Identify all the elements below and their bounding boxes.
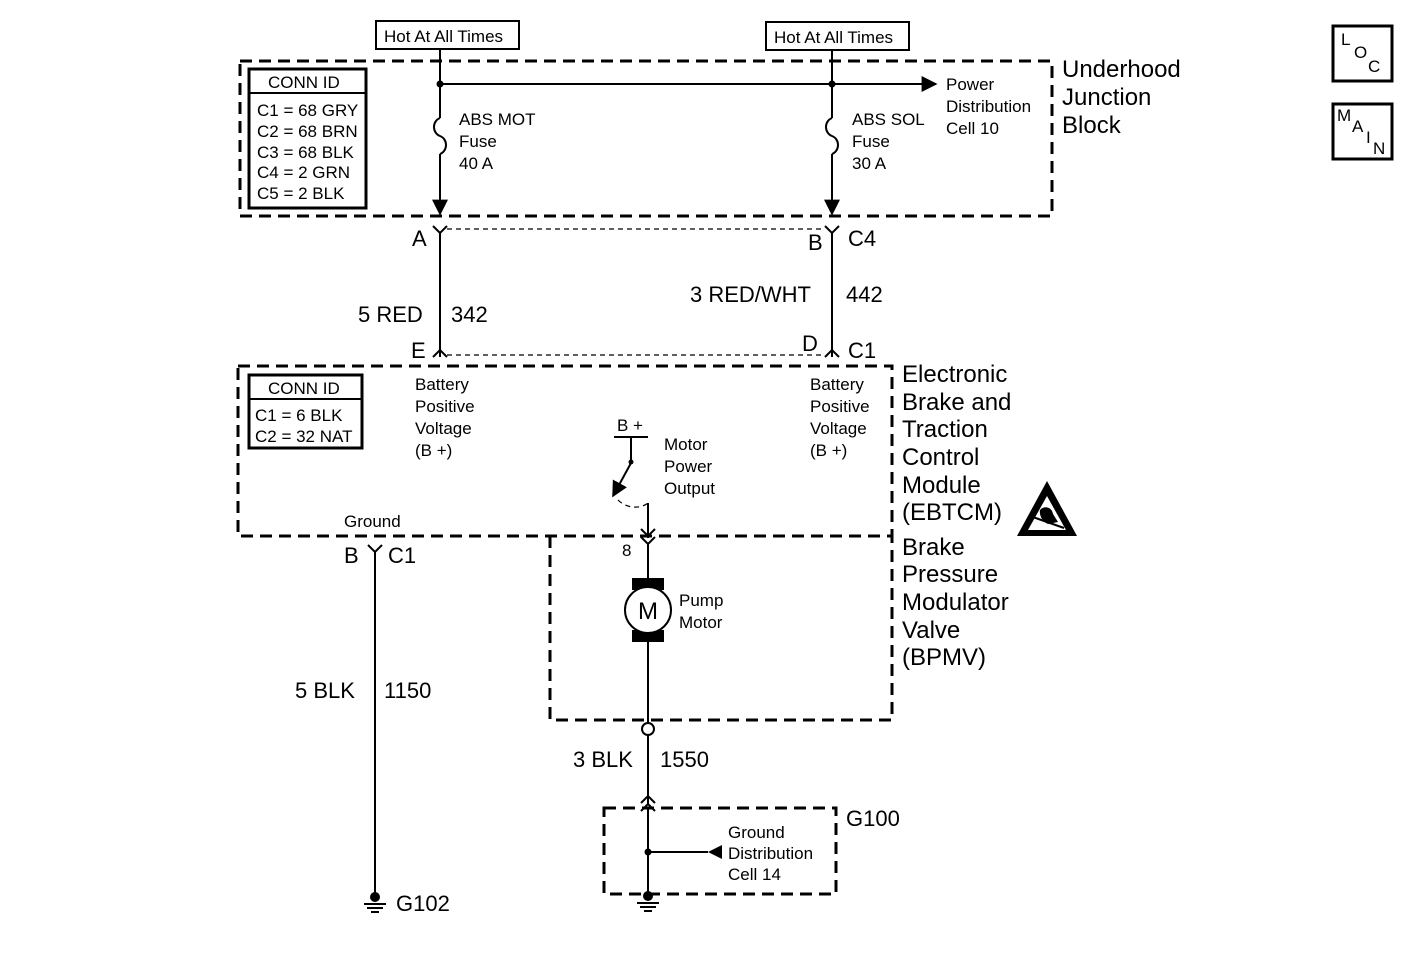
- connector-ground-b-label: B: [344, 543, 359, 568]
- wire-1550-gauge: 3 BLK: [573, 747, 633, 772]
- conn-id-row: C4 = 2 GRN: [257, 163, 350, 182]
- connector-e-label: E: [411, 338, 426, 363]
- b-plus-label: B +: [617, 416, 643, 435]
- pump-motor-icon: M: [624, 578, 672, 642]
- motor-symbol: M: [638, 598, 658, 625]
- pin-8-label: 8: [622, 541, 631, 560]
- hot-at-all-times-right: Hot At All Times: [765, 21, 910, 51]
- conn-id-row: C2 = 68 BRN: [257, 122, 358, 141]
- wire-342-gauge: 5 RED: [358, 302, 423, 327]
- ground-distribution-label: Ground Distribution Cell 14: [728, 823, 818, 884]
- wire-342-circuit: 342: [451, 302, 488, 327]
- conn-id-row: C1 = 68 GRY: [257, 101, 358, 120]
- g102-ground-icon: [364, 892, 386, 913]
- battery-positive-voltage-left: Battery Positive Voltage (B +): [415, 375, 479, 460]
- power-distribution-label: Power Distribution Cell 10: [946, 75, 1036, 138]
- esd-warning-icon: [1017, 481, 1077, 536]
- loc-letter: C: [1368, 57, 1380, 76]
- g100-ground-icon: [637, 891, 659, 912]
- main-letter: A: [1352, 117, 1364, 136]
- connector-d-icon: [824, 348, 840, 358]
- connector-a-label: A: [412, 226, 427, 251]
- g100-outline: [602, 806, 838, 896]
- hot-label-left: Hot At All Times: [384, 27, 503, 46]
- loc-letter: O: [1354, 43, 1367, 62]
- abs-mot-fuse-icon: [432, 84, 448, 216]
- underhood-title: Underhood Junction Block: [1062, 56, 1187, 139]
- wire-1150-circuit: 1150: [384, 678, 431, 703]
- underhood-junction-block-outline: [238, 59, 1054, 218]
- bpmv-terminal-icon: [641, 722, 655, 736]
- abs-mot-fuse-label: ABS MOT Fuse 40 A: [459, 110, 540, 173]
- conn-id-row: C1 = 6 BLK: [255, 406, 343, 425]
- connector-c1-label: C1: [848, 338, 876, 363]
- wire-442-circuit: 442: [846, 282, 883, 307]
- ebtcm-conn-id-box: CONN ID C1 = 6 BLK C2 = 32 NAT: [247, 373, 364, 450]
- wire-1150-gauge: 5 BLK: [295, 678, 355, 703]
- underhood-conn-id-box: CONN ID C1 = 68 GRY C2 = 68 BRN C3 = 68 …: [247, 67, 368, 210]
- g100-connector-icon: [640, 794, 656, 804]
- underhood-conn-id-title: CONN ID: [268, 73, 340, 92]
- g100-label: G100: [846, 806, 900, 831]
- connector-c4-label: C4: [848, 226, 876, 251]
- ebtcm-conn-id-title: CONN ID: [268, 379, 340, 398]
- abs-sol-fuse-icon: [824, 84, 840, 216]
- abs-sol-fuse-label: ABS SOL Fuse 30 A: [852, 110, 929, 173]
- main-letter: M: [1337, 106, 1351, 125]
- ebtcm-outline: [236, 364, 894, 538]
- conn-id-row: C3 = 68 BLK: [257, 143, 355, 162]
- hot-label-right: Hot At All Times: [774, 28, 893, 47]
- loc-letter: L: [1341, 30, 1350, 49]
- battery-positive-voltage-right: Battery Positive Voltage (B +): [810, 375, 874, 460]
- conn-id-row: C2 = 32 NAT: [255, 427, 352, 446]
- main-letter: I: [1366, 128, 1371, 147]
- connector-ground-b-icon: [367, 544, 383, 554]
- connector-b-icon: [824, 225, 840, 235]
- main-button[interactable]: M A I N: [1331, 102, 1394, 161]
- connector-d-label: D: [802, 331, 818, 356]
- connector-a-icon: [432, 225, 448, 235]
- connector-ground-c1-label: C1: [388, 543, 416, 568]
- ground-dist-arrow-icon: [708, 845, 722, 859]
- motor-power-output-label: Motor Power Output: [664, 435, 717, 498]
- wire-1550-circuit: 1550: [660, 747, 709, 772]
- bpmv-title: Brake Pressure Modulator Valve (BPMV): [902, 534, 1015, 671]
- main-letter: N: [1373, 139, 1385, 158]
- pump-motor-label: Pump Motor: [679, 591, 728, 632]
- ebtcm-title: Electronic Brake and Traction Control Mo…: [902, 361, 1018, 526]
- motor-switch-icon: [612, 436, 656, 546]
- bpmv-outline: [548, 536, 894, 722]
- g102-label: G102: [396, 891, 450, 916]
- hot-at-all-times-left: Hot At All Times: [375, 20, 520, 50]
- conn-id-row: C5 = 2 BLK: [257, 184, 345, 203]
- loc-button[interactable]: L O C: [1331, 24, 1394, 83]
- wire-442-gauge: 3 RED/WHT: [690, 282, 811, 307]
- connector-b-label: B: [808, 230, 823, 255]
- ebtcm-ground-label: Ground: [344, 512, 401, 531]
- connector-e-icon: [432, 348, 448, 358]
